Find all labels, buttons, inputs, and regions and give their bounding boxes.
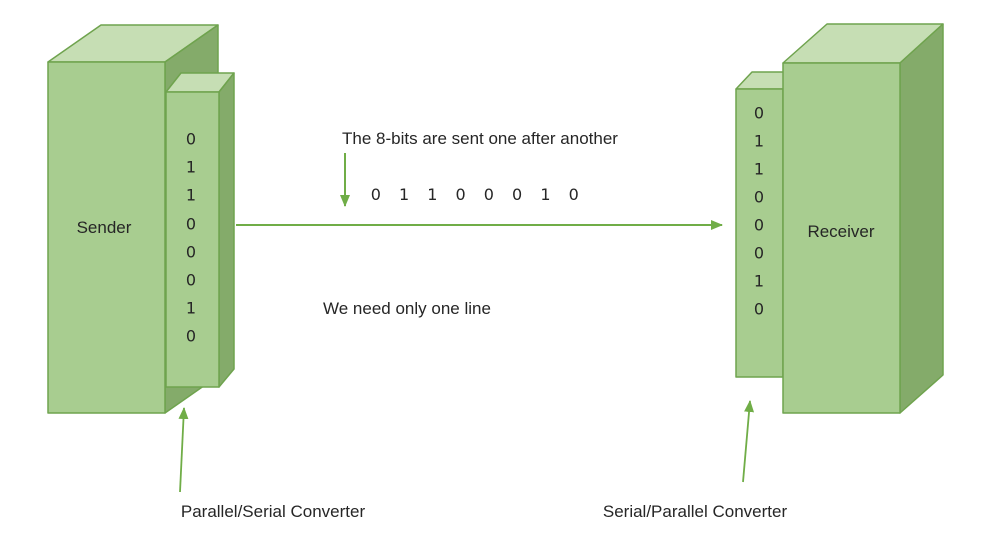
receiver-box: Receiver [782,23,944,414]
sender-bit: 1 [186,299,196,318]
sender-bit: 0 [186,327,196,346]
sender-bit: 0 [186,130,196,149]
serial-parallel-converter-label: Serial/Parallel Converter [603,502,788,521]
parallel-serial-pointer-arrow [178,407,189,493]
receiver-bit: 0 [754,300,764,319]
sender-bit: 0 [186,243,196,262]
channel-caption-top: The 8-bits are sent one after another [342,129,618,148]
serial-parallel-pointer-arrow [742,400,755,483]
sender-bit: 1 [186,158,196,177]
receiver-bit: 0 [754,244,764,263]
receiver-bit: 1 [754,132,764,151]
channel-caption-bottom: We need only one line [323,299,491,318]
receiver-label: Receiver [807,222,874,241]
sender-box-front-face [47,61,166,414]
sender-label: Sender [77,218,132,237]
sender-bit: 0 [186,215,196,234]
receiver-box-front-face [782,62,901,414]
sender-bit: 0 [186,271,196,290]
receiver-bit: 0 [754,188,764,207]
sender-bit: 1 [186,186,196,205]
receiver-bit: 0 [754,104,764,123]
sender-converter-side-face [218,72,235,388]
parallel-serial-converter-label: Parallel/Serial Converter [181,502,366,521]
receiver-bit: 0 [754,216,764,235]
serial-bits-line: 0 1 1 0 0 0 1 0 [371,185,586,204]
receiver-bit: 1 [754,272,764,291]
parallel-serial-converter: 0 1 1 0 0 0 1 0 [165,72,235,388]
sender-converter-front-face [165,91,220,388]
receiver-bit: 1 [754,160,764,179]
receiver-box-side-face [899,23,944,414]
